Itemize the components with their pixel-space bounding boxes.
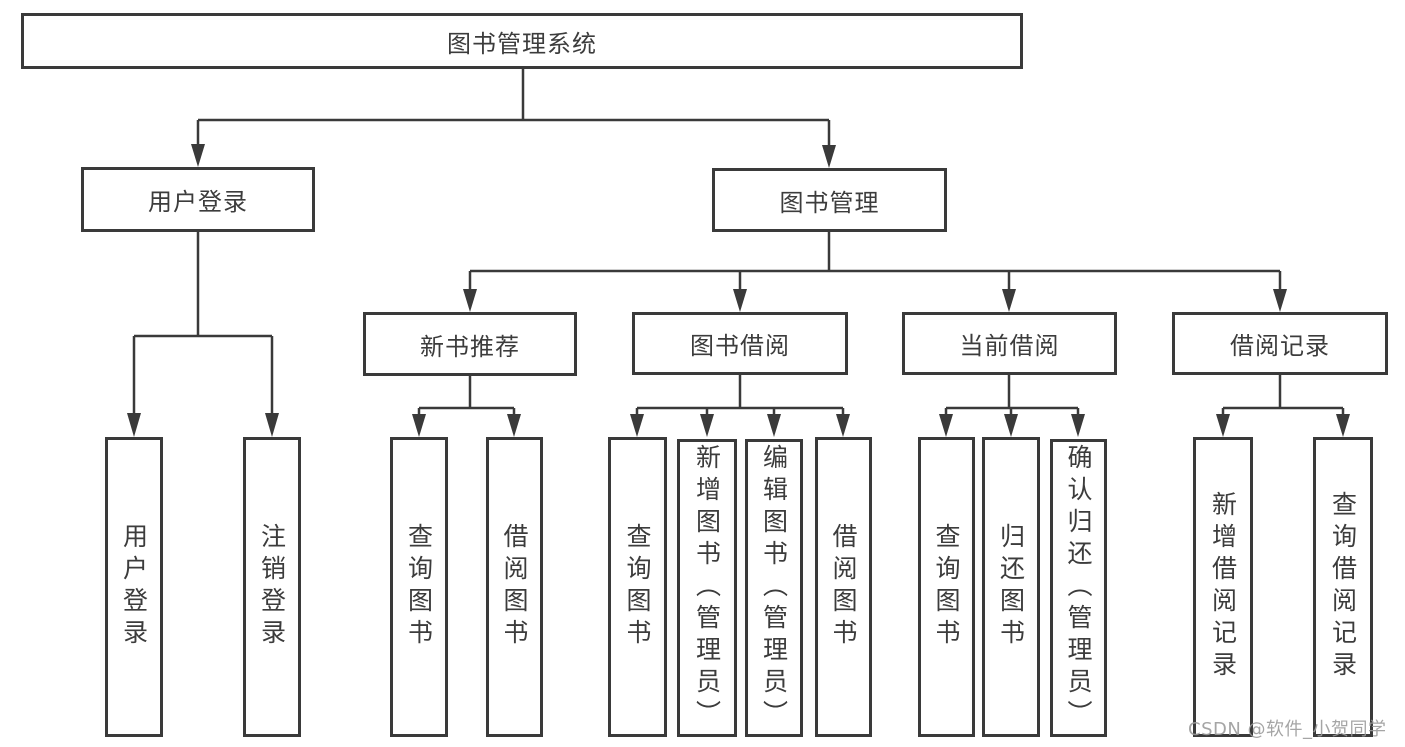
leaf-cb-confirm-return-admin: 确认归还（管理员） bbox=[1050, 439, 1107, 737]
node-book-borrow: 图书借阅 bbox=[632, 312, 848, 375]
leaf-cb-query-book: 查询图书 bbox=[918, 437, 975, 737]
leaf-br-query-record: 查询借阅记录 bbox=[1313, 437, 1373, 737]
node-new-book-recommend: 新书推荐 bbox=[363, 312, 577, 376]
csdn-watermark: CSDN @软件_小贺同学 bbox=[1188, 719, 1387, 740]
leaf-user-login: 用户登录 bbox=[105, 437, 163, 737]
connector-book-borrow-to-leaves bbox=[635, 375, 845, 421]
leaf-bb-query-book: 查询图书 bbox=[608, 437, 667, 737]
node-book-management: 图书管理 bbox=[712, 168, 947, 232]
node-root: 图书管理系统 bbox=[21, 13, 1023, 69]
node-user-login: 用户登录 bbox=[81, 167, 315, 232]
leaf-bb-add-book-admin: 新增图书（管理员） bbox=[677, 439, 737, 737]
node-borrow-record: 借阅记录 bbox=[1172, 312, 1388, 375]
connector-book-management-to-level3 bbox=[468, 232, 1282, 296]
leaf-nb-borrow-book: 借阅图书 bbox=[486, 437, 543, 737]
leaf-logout-login: 注销登录 bbox=[243, 437, 301, 737]
arrowheads bbox=[127, 144, 1350, 437]
connector-user-login-to-leaves bbox=[132, 232, 274, 420]
connector-new-book-to-leaves bbox=[417, 376, 516, 421]
leaf-bb-edit-book-admin: 编辑图书（管理员） bbox=[745, 439, 803, 737]
leaf-br-add-record: 新增借阅记录 bbox=[1193, 437, 1253, 737]
leaf-bb-borrow-book: 借阅图书 bbox=[815, 437, 872, 737]
node-current-borrow: 当前借阅 bbox=[902, 312, 1117, 375]
connector-borrow-record-to-leaves bbox=[1221, 375, 1345, 421]
connector-root-to-level2 bbox=[196, 69, 831, 151]
leaf-nb-query-book: 查询图书 bbox=[390, 437, 448, 737]
leaf-cb-return-book: 归还图书 bbox=[982, 437, 1040, 737]
